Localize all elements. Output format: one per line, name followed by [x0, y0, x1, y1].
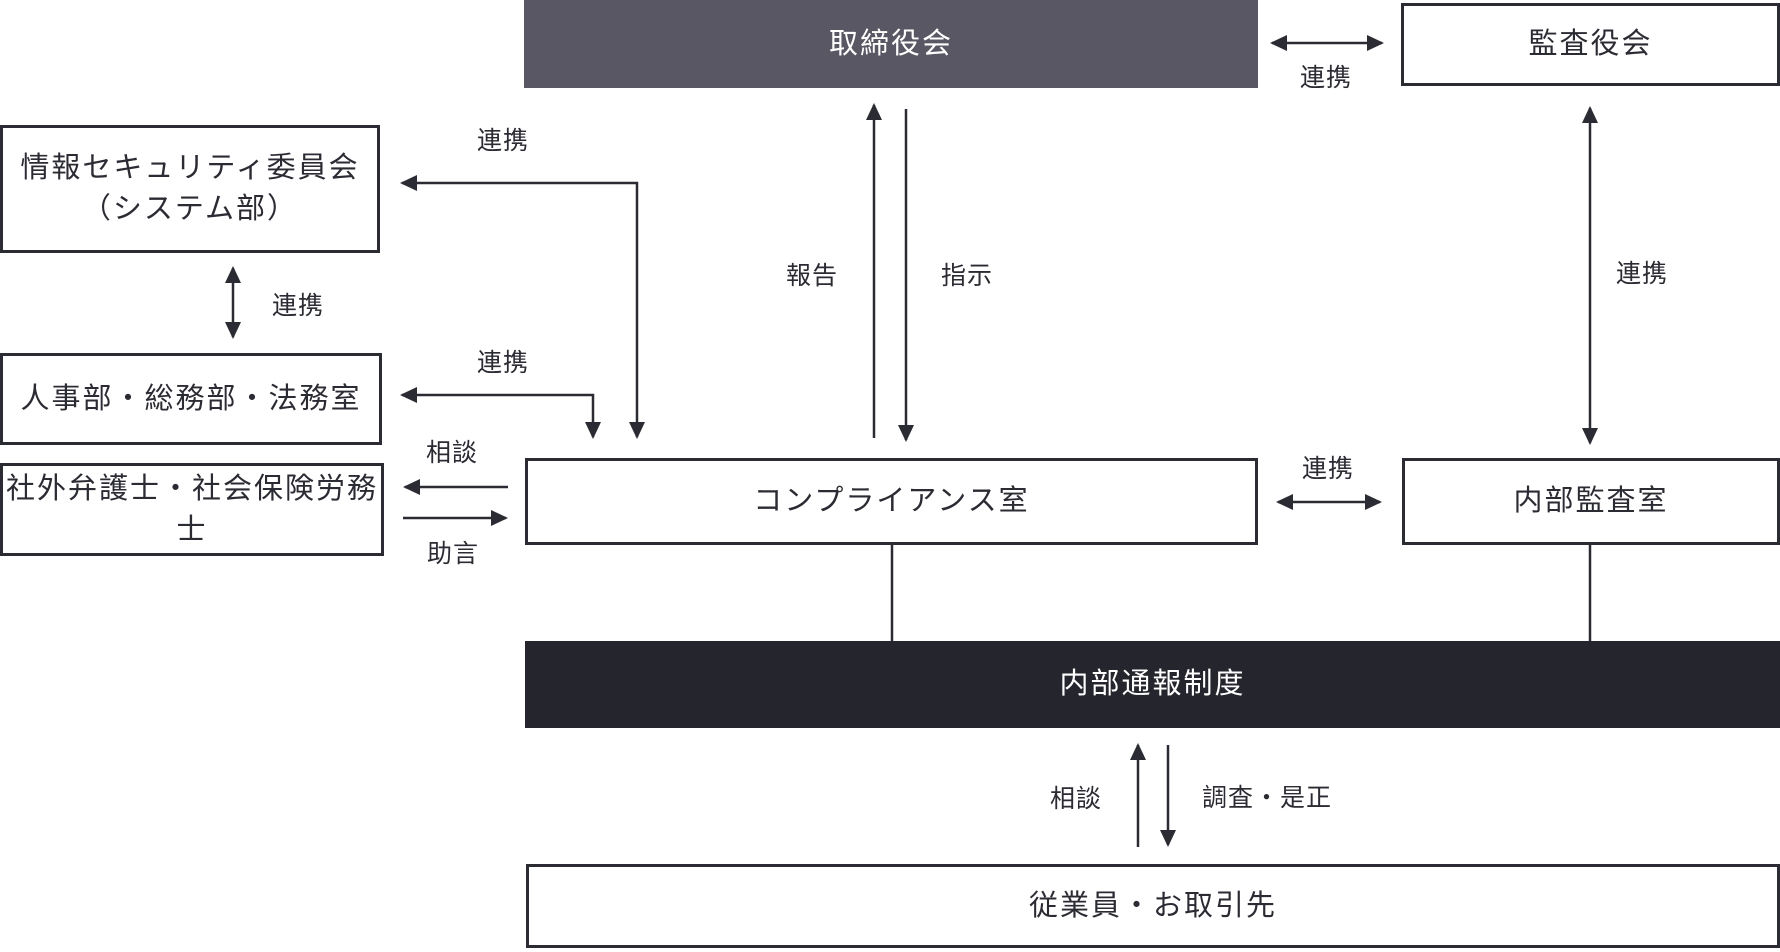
edge-label-board-auditboard-renkei: 連携 — [1300, 64, 1353, 92]
edge-label-investigation-correction: 調査・是正 — [1202, 784, 1333, 812]
box-infosec-committee-label-line2: （システム部） — [81, 193, 299, 225]
arrow-elbow-infosec-compliance — [400, 175, 645, 439]
box-external-advisors-label: 社外弁護士・社会保険労務士 — [5, 472, 378, 546]
edge-label-hr-compliance-renkei: 連携 — [477, 349, 530, 377]
box-employees-partners-label: 従業員・お取引先 — [1028, 889, 1277, 922]
box-audit-board: 監査役会 — [1401, 3, 1780, 86]
box-internal-audit-office: 内部監査室 — [1402, 458, 1780, 545]
box-audit-board-label: 監査役会 — [1528, 28, 1653, 61]
arrow-elbow-hr-compliance — [400, 387, 601, 439]
box-infosec-committee: 情報セキュリティ委員会 （システム部） — [0, 125, 380, 253]
box-hr-general-legal: 人事部・総務部・法務室 — [0, 353, 382, 445]
box-whistleblowing-system: 内部通報制度 — [525, 641, 1780, 728]
edge-label-auditboard-internalaudit-renkei: 連携 — [1616, 260, 1669, 288]
box-hr-general-legal-label: 人事部・総務部・法務室 — [20, 382, 362, 415]
edge-label-instruction: 指示 — [941, 262, 994, 290]
box-compliance-office: コンプライアンス室 — [525, 458, 1258, 545]
box-compliance-office-label: コンプライアンス室 — [753, 485, 1030, 518]
box-external-advisors: 社外弁護士・社会保険労務士 — [0, 463, 384, 556]
edge-label-infosec-hr-renkei: 連携 — [272, 292, 325, 320]
edge-label-infosec-compliance-renkei: 連携 — [477, 127, 530, 155]
box-internal-audit-office-label: 内部監査室 — [1513, 485, 1669, 518]
box-board-of-directors-label: 取締役会 — [828, 27, 953, 60]
box-whistleblowing-system-label: 内部通報制度 — [1059, 668, 1246, 701]
edge-label-report: 報告 — [786, 262, 839, 290]
edge-label-compliance-internalaudit-renkei: 連携 — [1302, 455, 1355, 483]
box-board-of-directors: 取締役会 — [524, 0, 1258, 88]
edge-label-consult-left: 相談 — [426, 439, 479, 467]
box-infosec-committee-label-line1: 情報セキュリティ委員会 — [20, 152, 360, 185]
box-employees-partners: 従業員・お取引先 — [526, 864, 1780, 948]
edge-label-advice: 助言 — [427, 540, 480, 568]
edge-label-consult-bottom: 相談 — [1050, 785, 1103, 813]
